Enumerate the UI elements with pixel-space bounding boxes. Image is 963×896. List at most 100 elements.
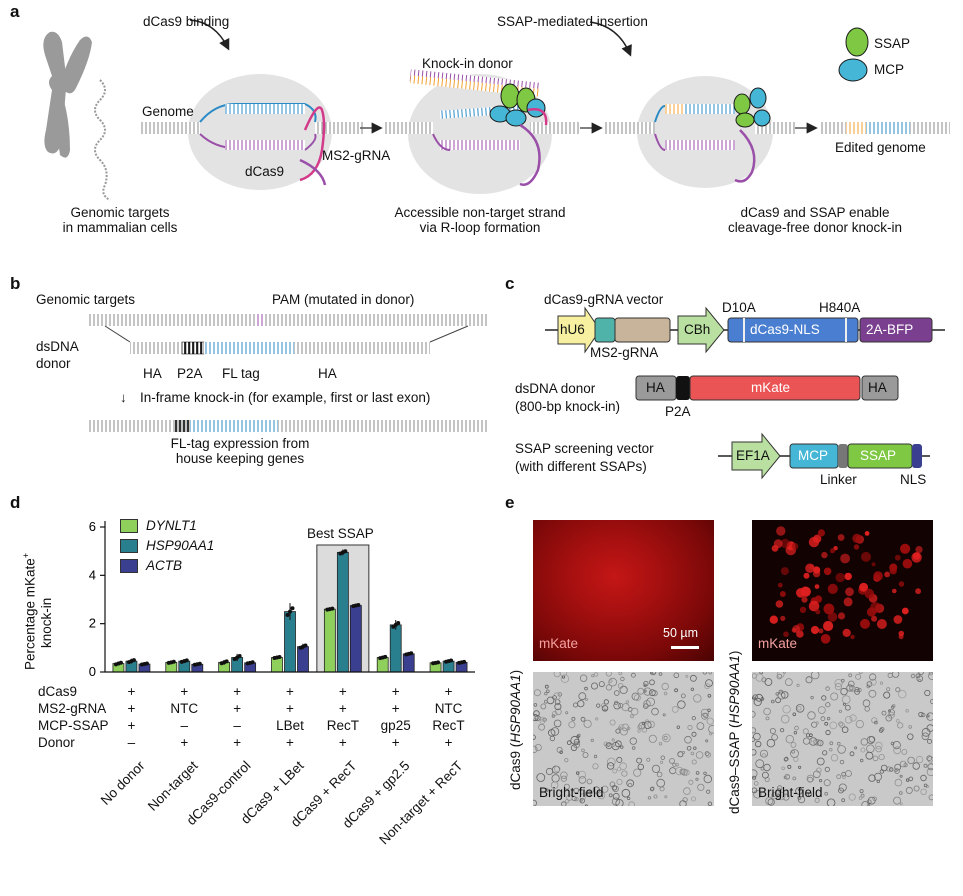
- mkate-block: [689, 375, 861, 401]
- cell-texture: [869, 678, 877, 686]
- cell-texture: [879, 726, 885, 732]
- cell-texture: [651, 764, 661, 773]
- cell-texture: [586, 778, 593, 785]
- cell-texture: [621, 788, 631, 798]
- cell-texture: [643, 683, 647, 687]
- micrograph-bf-control: Bright-field: [533, 672, 714, 806]
- cell-texture: [824, 721, 829, 726]
- fluorescent-cell: [902, 558, 913, 569]
- scale-bar: [671, 646, 699, 649]
- cell-texture: [825, 702, 831, 708]
- fluorescent-cell: [814, 595, 823, 603]
- cell-texture: [650, 672, 657, 676]
- fluorescent-cell: [799, 606, 807, 613]
- cell-texture: [890, 705, 895, 709]
- cell-texture: [630, 714, 634, 719]
- condition-cell: NTC: [434, 701, 463, 716]
- cell-texture: [669, 767, 677, 775]
- condition-cell: –: [127, 735, 136, 750]
- cell-texture: [663, 691, 668, 696]
- cell-texture: [858, 672, 863, 674]
- cell-texture: [776, 672, 785, 678]
- cell-texture: [582, 752, 589, 759]
- cell-texture: [893, 746, 902, 755]
- cell-texture: [592, 763, 599, 770]
- cell-texture: [761, 753, 767, 758]
- cell-texture: [696, 722, 705, 730]
- cell-texture: [643, 689, 647, 693]
- bar-hsp90aa1-4: [336, 551, 349, 673]
- cell-texture: [536, 773, 546, 782]
- cell-texture: [689, 674, 697, 682]
- condition-cell: +: [127, 701, 136, 716]
- fluorescent-cell: [780, 538, 790, 549]
- cell-texture: [894, 778, 903, 787]
- cell-texture: [920, 774, 927, 782]
- cell-texture: [864, 706, 870, 712]
- cell-texture: [705, 679, 713, 688]
- cell-texture: [783, 757, 788, 762]
- cell-texture: [585, 698, 588, 701]
- cell-texture: [899, 774, 903, 778]
- cell-texture: [706, 789, 711, 794]
- cell-texture: [705, 739, 709, 743]
- cell-texture: [578, 692, 587, 701]
- fluorescent-cell: [814, 584, 820, 589]
- cell-texture: [593, 754, 598, 759]
- condition-cell: +: [286, 735, 294, 750]
- condition-cell: RecT: [432, 718, 465, 733]
- cell-texture: [849, 714, 857, 722]
- cell-texture: [809, 739, 813, 743]
- data-point: [356, 602, 361, 607]
- cell-texture: [868, 689, 877, 698]
- legend-ssap-label: SSAP: [874, 36, 911, 51]
- cell-texture: [796, 683, 800, 687]
- data-point: [144, 661, 149, 666]
- cell-texture: [686, 746, 692, 751]
- cell-texture: [926, 738, 932, 744]
- cell-texture: [579, 674, 588, 682]
- cell-texture: [769, 728, 776, 735]
- cell-texture: [533, 745, 538, 754]
- cell-texture: [661, 682, 669, 691]
- cell-texture: [841, 798, 846, 803]
- ha1-label: HA: [646, 380, 665, 395]
- fluorescent-cell: [915, 588, 921, 595]
- linker-label: Linker: [820, 472, 857, 487]
- fluorescent-cell: [915, 546, 923, 554]
- cell-texture: [836, 774, 842, 780]
- cell-texture: [608, 677, 617, 687]
- cell-texture: [834, 683, 843, 691]
- fluorescent-cell: [864, 588, 875, 599]
- cell-texture: [677, 751, 684, 758]
- cell-texture: [581, 748, 585, 753]
- cell-texture: [703, 771, 707, 775]
- condition-cell: –: [180, 718, 189, 733]
- cell-texture: [685, 674, 689, 678]
- cell-texture: [616, 766, 622, 772]
- data-point: [171, 659, 176, 664]
- cell-texture: [761, 677, 767, 683]
- cell-texture: [605, 672, 612, 677]
- panel-label-a: a: [10, 2, 20, 21]
- panel-label-c: c: [505, 274, 515, 293]
- data-point: [184, 658, 189, 663]
- cell-texture: [777, 787, 781, 792]
- cell-texture: [647, 720, 655, 729]
- cell-texture: [868, 736, 876, 743]
- fluorescent-cell: [900, 543, 911, 554]
- fluorescent-cell: [835, 572, 845, 583]
- dcas9-nls-block: [727, 317, 859, 343]
- cell-texture: [752, 749, 757, 756]
- condition-cell: +: [286, 701, 294, 716]
- panel-label-d: d: [10, 493, 21, 512]
- cell-texture: [872, 796, 877, 802]
- data-point: [409, 651, 414, 656]
- cell-texture: [697, 783, 705, 791]
- cell-texture: [612, 793, 620, 800]
- fluorescent-cell: [898, 581, 905, 587]
- fluorescent-cell: [815, 609, 821, 615]
- cell-texture: [814, 739, 822, 747]
- cell-texture: [898, 690, 907, 699]
- cell-texture: [926, 714, 930, 718]
